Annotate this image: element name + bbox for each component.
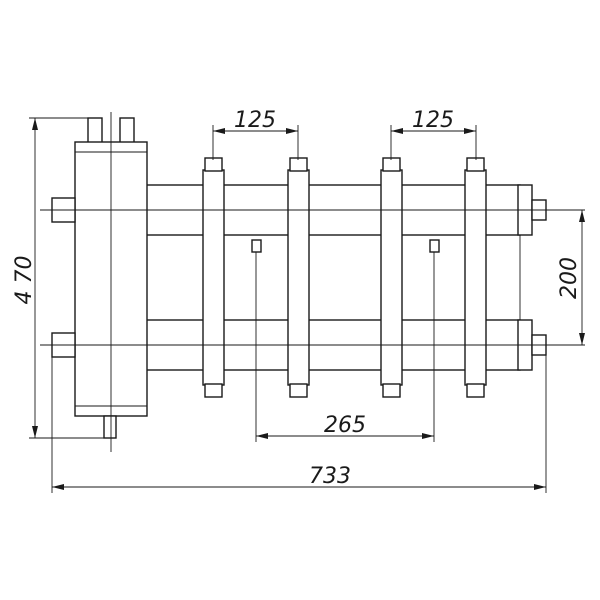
hydraulic-separator <box>51 117 148 439</box>
branch-pipe-2 <box>287 169 310 386</box>
top-nipple-2 <box>289 157 308 172</box>
separator-drain-nipple <box>103 415 117 439</box>
bottom-nipple-1 <box>204 383 223 398</box>
axis-lines <box>40 112 585 452</box>
sensor-sleeve-right <box>429 239 440 253</box>
sensor-sleeves <box>251 239 440 253</box>
bottom-nipple-2 <box>289 383 308 398</box>
dim-label-height-total: 4 70 <box>12 256 37 305</box>
dim-label-pitch-right: 125 <box>412 108 454 133</box>
right-nipples <box>531 199 547 356</box>
branch-pipes <box>202 157 487 398</box>
dim-label-length-total: 733 <box>309 464 351 489</box>
bottom-nipple-3 <box>382 383 401 398</box>
dim-length-total: 733 <box>51 355 547 493</box>
sensor-sleeve-left <box>251 239 262 253</box>
separator-top-nipple-right <box>119 117 135 145</box>
branch-pipe-4 <box>464 169 487 386</box>
dim-label-pitch-left: 125 <box>234 108 276 133</box>
separator-top-nipple-left <box>87 117 103 145</box>
dim-sensor-spacing: 265 <box>255 252 435 442</box>
top-nipple-4 <box>466 157 485 172</box>
top-nipple-1 <box>204 157 223 172</box>
branch-pipe-3 <box>380 169 403 386</box>
bottom-nipple-4 <box>466 383 485 398</box>
dim-pitch-left: 125 <box>212 108 299 160</box>
branch-pipe-1 <box>202 169 225 386</box>
dim-height-total: 4 70 <box>12 117 104 439</box>
dim-label-axis-spacing: 200 <box>557 257 582 299</box>
dim-pitch-right: 125 <box>390 108 477 160</box>
top-nipple-3 <box>382 157 401 172</box>
dim-axis-spacing: 200 <box>557 210 585 345</box>
dim-label-sensor-spacing: 265 <box>324 413 366 438</box>
